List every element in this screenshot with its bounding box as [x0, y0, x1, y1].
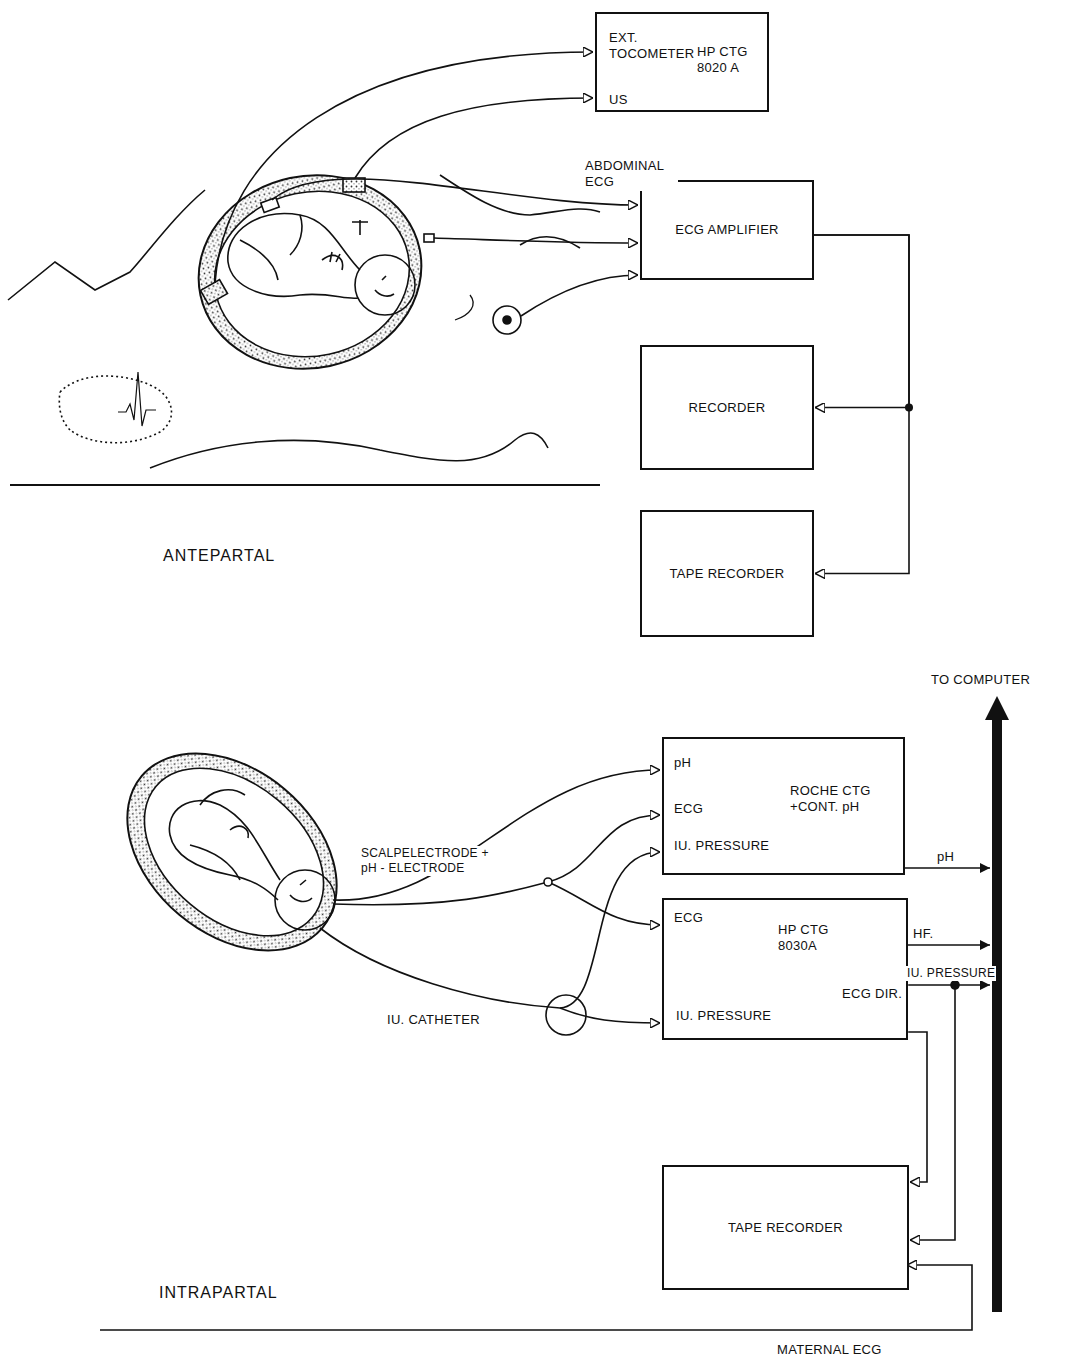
box-text: ECG AMPLIFIER	[642, 222, 812, 238]
box-text: ECG DIR.	[842, 986, 902, 1002]
device-box: RECORDER	[640, 345, 814, 470]
signal-connector	[908, 1032, 927, 1182]
signal-connector	[908, 985, 955, 1240]
computer-bus	[992, 718, 1002, 1312]
signal-label: TO COMPUTER	[930, 672, 1031, 688]
antepartal-figure	[8, 52, 638, 485]
device-box: EXT. TOCOMETER US HP CTG 8020 A	[595, 12, 769, 112]
device-box: ECG AMPLIFIER	[640, 180, 814, 280]
signal-label: MATERNAL ECG	[776, 1342, 883, 1358]
signal-label: INTRAPARTAL	[158, 1283, 279, 1303]
box-text: IU. PRESSURE	[674, 838, 769, 854]
intrapartal-figure	[89, 713, 990, 1330]
signal-label: pH	[936, 849, 955, 865]
signal-label: IU. CATHETER	[386, 1012, 481, 1028]
device-box: ECG HP CTG 8030A IU. PRESSURE ECG DIR.	[662, 898, 908, 1040]
box-text: HP CTG 8030A	[778, 922, 848, 955]
device-box: TAPE RECORDER	[662, 1165, 909, 1290]
box-text: US	[609, 92, 628, 108]
device-box: TAPE RECORDER	[640, 510, 814, 637]
box-text: HP CTG 8020 A	[697, 44, 763, 77]
signal-connector	[814, 235, 909, 408]
box-text: ECG	[674, 801, 703, 817]
box-text: ECG	[674, 910, 703, 926]
signal-label: ANTEPARTAL	[162, 546, 276, 566]
box-text: pH	[674, 755, 691, 771]
box-text: IU. PRESSURE	[676, 1008, 771, 1024]
signal-connector	[814, 235, 909, 574]
box-text: ROCHE CTG +CONT. pH	[790, 783, 890, 816]
box-text: RECORDER	[642, 399, 812, 415]
device-box: pH ECG ROCHE CTG +CONT. pH IU. PRESSURE	[662, 737, 905, 875]
signal-label: SCALPELECTRODE + pH - ELECTRODE	[360, 846, 504, 876]
box-text: TAPE RECORDER	[642, 565, 812, 581]
junction-dot	[905, 404, 913, 412]
box-text: TAPE RECORDER	[664, 1219, 907, 1235]
signal-label: IU. PRESSURE	[906, 966, 996, 981]
bus-arrowhead	[985, 696, 1009, 720]
box-text: EXT. TOCOMETER	[609, 30, 699, 63]
signal-label: ABDOMINAL ECG	[584, 158, 678, 191]
signal-label: HF.	[912, 926, 934, 942]
